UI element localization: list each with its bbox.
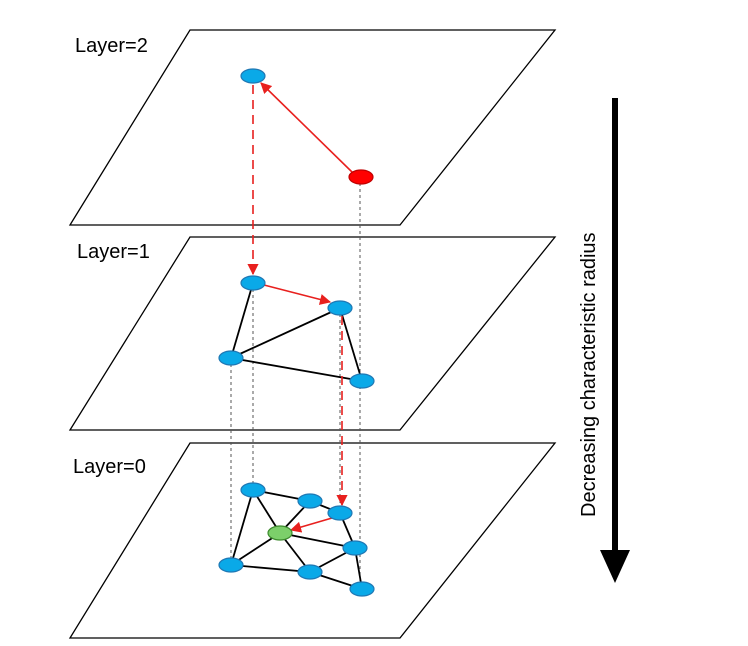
search-step-l1 [263, 284, 332, 305]
entry-node [348, 169, 374, 185]
node [297, 564, 323, 580]
target-node [267, 525, 293, 541]
search-step-l2 [260, 82, 353, 173]
plane-layer-1 [68, 236, 557, 431]
node [297, 493, 323, 509]
search-path [247, 82, 353, 533]
node [349, 581, 375, 597]
node [327, 505, 353, 521]
plane-layer-0 [68, 442, 557, 639]
layer-2-nodes [240, 68, 374, 185]
node [349, 373, 375, 389]
axis-arrowhead [600, 550, 630, 583]
projection-lines [230, 177, 361, 588]
axis-label: Decreasing characteristic radius [578, 232, 600, 517]
layer-0-nodes [218, 482, 375, 597]
plane-layer-2 [68, 29, 557, 226]
layer-label-0: Layer=0 [73, 456, 146, 478]
layer-label-1: Layer=1 [77, 241, 150, 263]
radius-axis: Decreasing characteristic radius [578, 98, 630, 583]
node [342, 540, 368, 556]
node [240, 482, 266, 498]
node [218, 350, 244, 366]
node [240, 68, 266, 84]
layer-label-2: Layer=2 [75, 35, 148, 57]
search-step-l0 [289, 517, 333, 533]
layer-1-nodes [218, 275, 375, 389]
node [327, 300, 353, 316]
layer-1-edges [230, 282, 363, 382]
node [218, 557, 244, 573]
node [240, 275, 266, 291]
